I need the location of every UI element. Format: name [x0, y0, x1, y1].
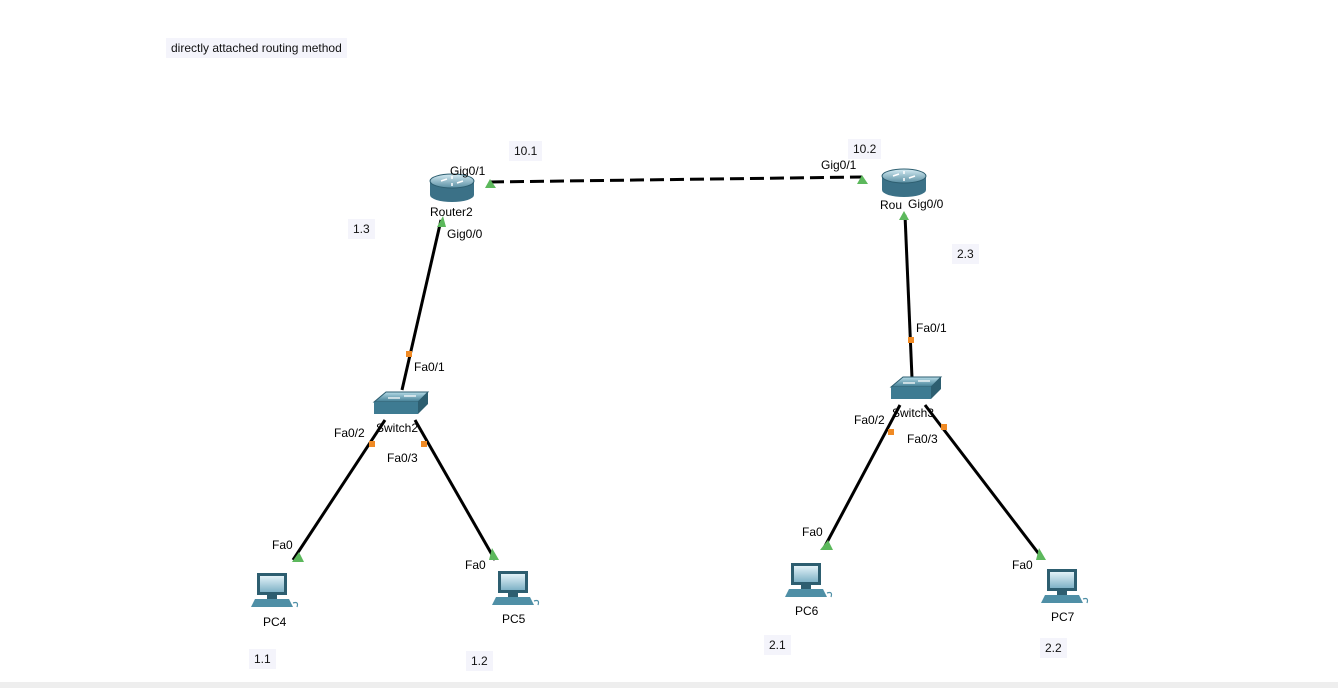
address-note[interactable]: 10.2	[848, 139, 882, 159]
link-pending-indicator	[941, 424, 947, 430]
port-label: Gig0/1	[450, 164, 486, 178]
link-pending-indicator	[888, 429, 894, 435]
device-label-switch2: Switch2	[376, 421, 419, 435]
port-label: Fa0/3	[387, 451, 418, 465]
router-icon[interactable]	[429, 173, 475, 202]
switch-icon[interactable]	[889, 376, 943, 399]
link-router-right-switch3[interactable]	[903, 214, 914, 379]
device-label-pc7: PC7	[1051, 610, 1075, 624]
port-label: Fa0/2	[334, 426, 365, 440]
link-pending-indicator	[908, 337, 914, 343]
port-label: Gig0/1	[821, 158, 857, 172]
port-label: Fa0/1	[414, 360, 445, 374]
port-label: Fa0	[802, 525, 823, 539]
link-router2-switch2[interactable]	[400, 219, 443, 391]
port-label: Fa0	[1012, 558, 1033, 572]
address-note[interactable]: 1.3	[348, 219, 375, 239]
address-note[interactable]: 1.2	[466, 651, 493, 671]
link-up-indicator	[857, 175, 868, 184]
link-switch2-pc5[interactable]	[413, 419, 497, 561]
pc-icon[interactable]	[785, 563, 833, 598]
device-label-pc5: PC5	[502, 612, 526, 626]
link-up-indicator	[292, 552, 304, 562]
link-up-indicator	[820, 540, 833, 550]
link-up-indicator	[437, 216, 446, 227]
link-up-indicator	[489, 548, 499, 560]
device-label-pc4: PC4	[263, 615, 287, 629]
address-note[interactable]: 2.2	[1040, 638, 1067, 658]
device-label-router-right: Rou	[880, 198, 903, 212]
port-label: Fa0/1	[916, 321, 947, 335]
pc-icon[interactable]	[251, 573, 299, 608]
status-bar	[0, 682, 1338, 688]
port-label: Fa0/3	[907, 432, 938, 446]
address-note[interactable]: 1.1	[249, 649, 276, 669]
port-label: Gig0/0	[447, 227, 483, 241]
pc-icon[interactable]	[1041, 569, 1089, 604]
link-switch3-pc6[interactable]	[822, 404, 902, 549]
pc-icon[interactable]	[492, 571, 540, 606]
switch-icon[interactable]	[372, 391, 430, 414]
title-note[interactable]: directly attached routing method	[166, 38, 347, 58]
router-icon[interactable]	[881, 168, 927, 197]
address-note[interactable]: 2.3	[952, 244, 979, 264]
device-label-switch3: Switch3	[892, 406, 935, 420]
port-label: Fa0	[272, 538, 293, 552]
link-switch3-pc7[interactable]	[923, 404, 1044, 559]
port-label: Fa0/2	[854, 413, 885, 427]
link-up-indicator	[899, 211, 909, 220]
port-label: Fa0	[465, 558, 486, 572]
device-label-router2: Router2	[430, 205, 473, 219]
port-label: Gig0/0	[908, 197, 944, 211]
link-up-indicator	[1036, 548, 1046, 560]
link-router2-router-right[interactable]	[489, 175, 863, 184]
link-pending-indicator	[421, 441, 427, 447]
link-up-indicator	[485, 179, 496, 188]
link-pending-indicator	[406, 351, 412, 357]
address-note[interactable]: 10.1	[509, 141, 543, 161]
link-pending-indicator	[369, 441, 375, 447]
device-label-pc6: PC6	[795, 604, 819, 618]
address-note[interactable]: 2.1	[764, 635, 791, 655]
